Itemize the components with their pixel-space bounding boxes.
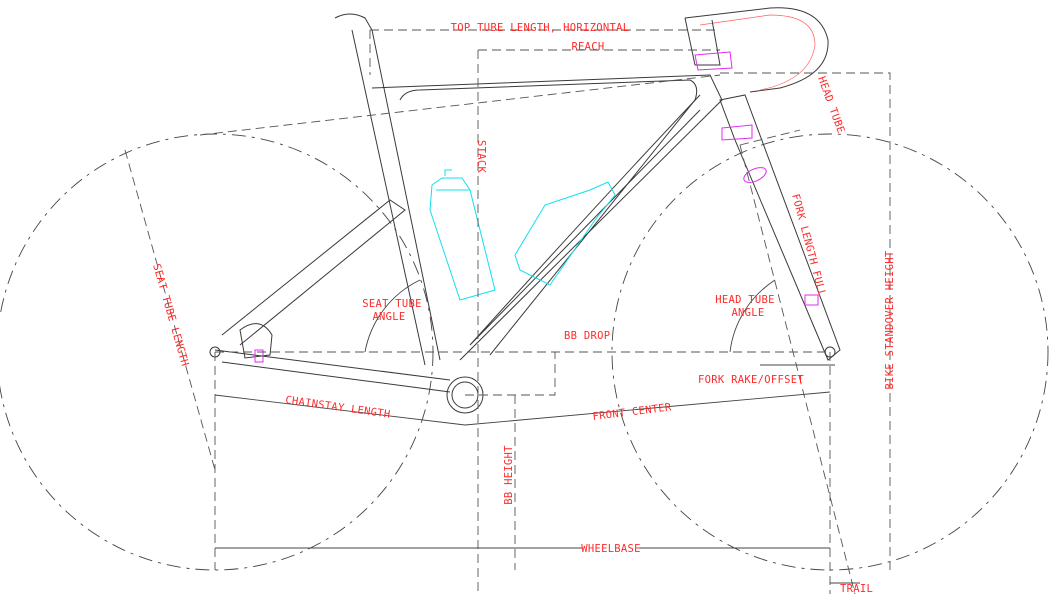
bottle-down-tube <box>514 181 616 286</box>
label-chainstay-length: CHAINSTAY LENGTH <box>285 394 392 421</box>
label-trail: TRAIL <box>840 583 873 594</box>
frame <box>209 7 841 414</box>
headset-bottom <box>721 124 753 141</box>
rear-brake <box>239 323 273 359</box>
label-seat-tube-angle-line1: SEAT TUBE <box>362 298 422 310</box>
label-fork-rake-offset: FORK RAKE/OFFSET <box>698 374 804 386</box>
headset-top <box>694 51 733 71</box>
label-seat-tube-angle-line2: ANGLE <box>372 311 405 323</box>
head-tube-fork <box>719 94 841 361</box>
bottle-seat-tube <box>429 177 496 301</box>
water-bottles <box>429 169 616 301</box>
label-head-tube-angle-line2: ANGLE <box>731 307 764 319</box>
dimension-lines <box>124 29 891 594</box>
label-stack: STACK <box>475 140 487 173</box>
label-bb-height: BB HEIGHT <box>503 445 515 505</box>
label-bb-drop: BB DROP <box>564 330 610 342</box>
label-wheelbase: WHEELBASE <box>581 543 641 555</box>
seat-tube <box>334 13 441 361</box>
handlebar <box>684 7 829 93</box>
label-top-tube-length: TOP TUBE LENGTH, HORIZONTAL <box>451 22 630 34</box>
seatstay <box>221 199 406 346</box>
label-head-tube: HEAD TUBE <box>815 75 847 135</box>
chainstay <box>214 349 451 393</box>
label-head-tube-angle-line1: HEAD TUBE <box>715 294 775 306</box>
label-reach: REACH <box>571 41 604 53</box>
front-wheel <box>611 133 1049 571</box>
label-front-center: FRONT CENTER <box>592 401 673 423</box>
label-bike-standover-height: BIKE STANDOVER HEIGHT <box>884 250 896 389</box>
label-seat-tube-length: SEAT TUBE LENGTH <box>150 263 191 368</box>
